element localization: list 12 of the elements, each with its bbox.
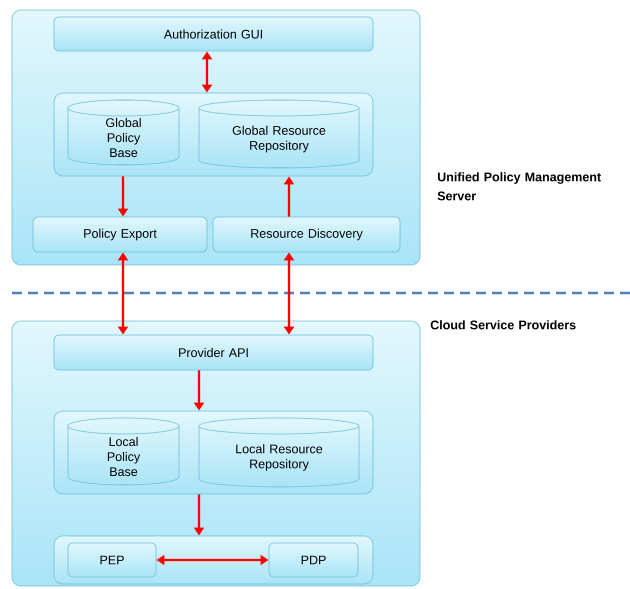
- database-cylinder: Global Policy Base: [68, 100, 180, 166]
- component-box: Resource Discovery: [212, 216, 400, 252]
- section-heading: Unified Policy Management Server: [438, 172, 601, 200]
- section-heading: Cloud Service Providers: [430, 320, 576, 330]
- database-cylinder: Local Resource Repository: [198, 418, 360, 488]
- component-box: PEP: [68, 542, 156, 578]
- component-box: PDP: [268, 542, 358, 578]
- component-box: Provider API: [54, 334, 374, 370]
- database-cylinder: Local Policy Base: [68, 418, 180, 486]
- database-cylinder: Global Resource Repository: [198, 100, 360, 168]
- component-box: Policy Export: [32, 216, 208, 252]
- component-box: Authorization GUI: [54, 16, 374, 52]
